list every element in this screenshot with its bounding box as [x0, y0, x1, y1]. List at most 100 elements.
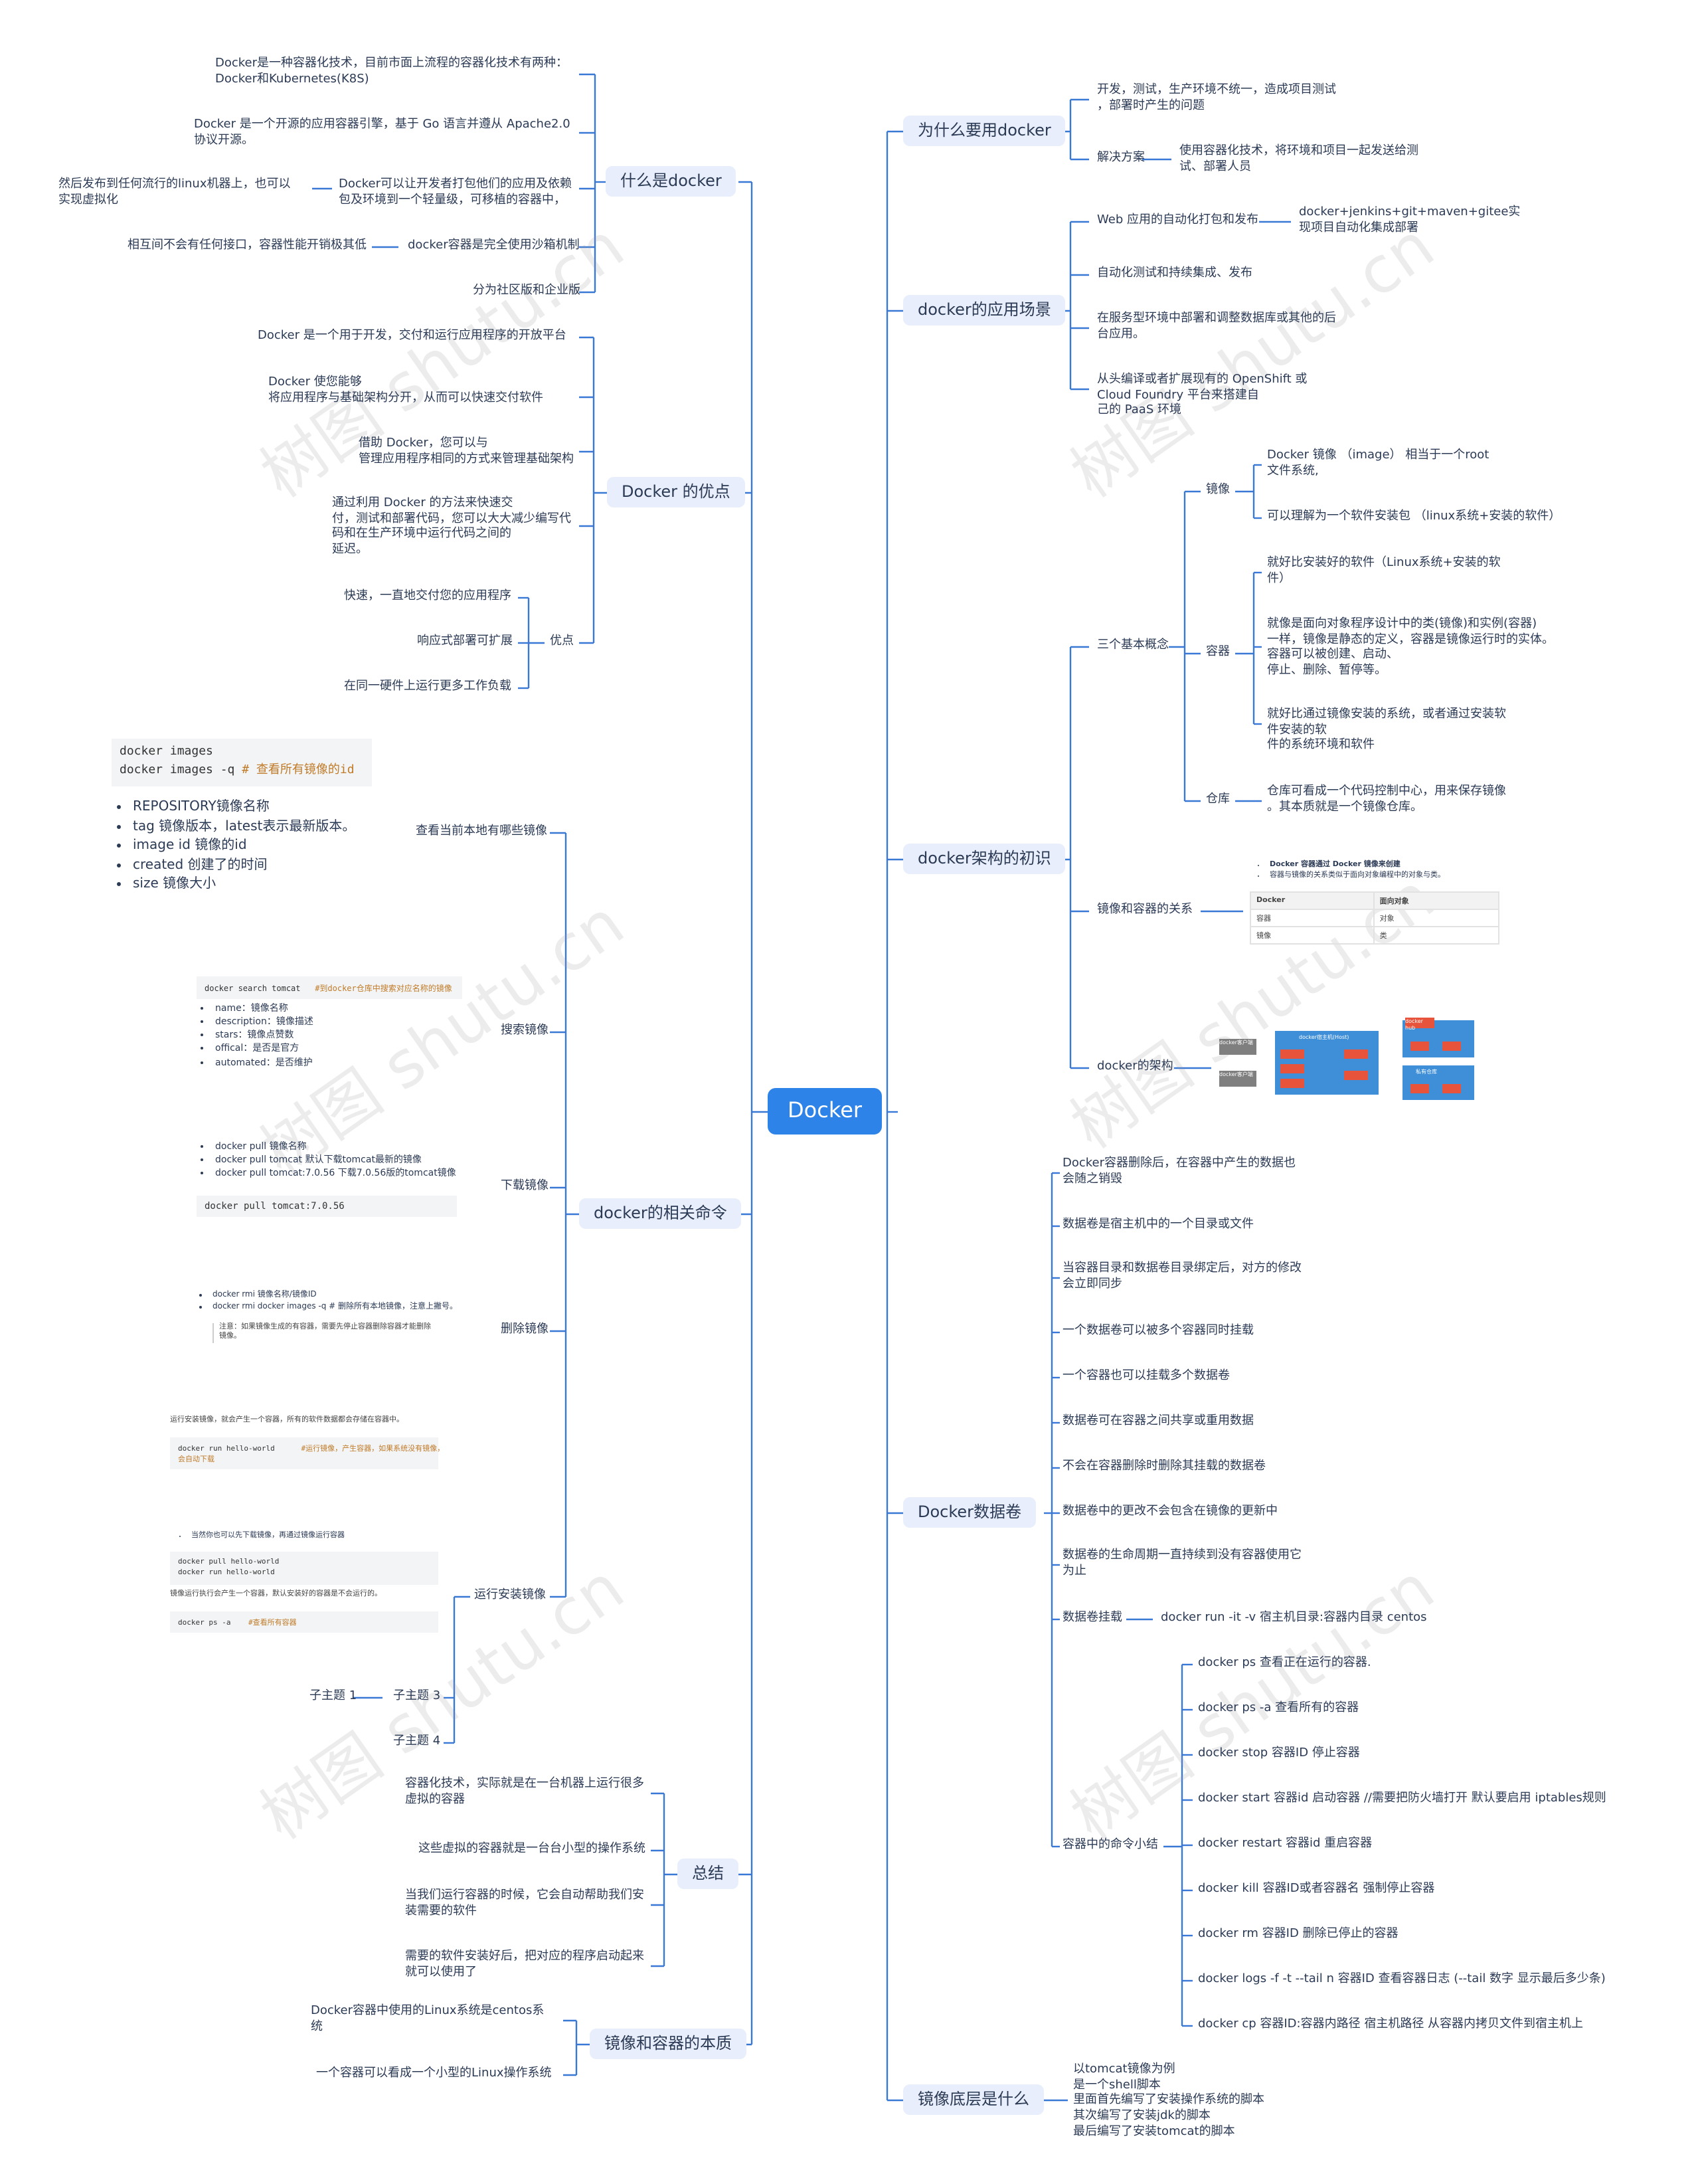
- list-item: created 创建了的时间: [133, 856, 355, 875]
- container-item-2: 就像是面向对象程序设计中的类(镜像)和实例(容器) 一样，镜像是静态的定义，容器…: [1267, 618, 1554, 680]
- container-cmd-6: docker kill 容器ID或者容器名 强制停止容器: [1198, 1882, 1434, 1898]
- advantage-item-1: Docker 是一个用于开发，交付和运行应用程序的开放平台: [258, 329, 566, 345]
- summary-item-3: 当我们运行容器的时候，它会自动帮助我们安 装需要的软件: [405, 1889, 644, 1920]
- list-item: description：镜像描述: [215, 1015, 313, 1028]
- image-layers-detail: 以tomcat镜像为例 是一个shell脚本 里面首先编写了安装操作系统的脚本 …: [1073, 2063, 1264, 2141]
- branch-commands[interactable]: docker的相关命令: [579, 1198, 742, 1229]
- pros-label: 优点: [550, 635, 574, 650]
- container-cmd-1: docker ps 查看正在运行的容器.: [1198, 1657, 1371, 1672]
- why-item-1: 开发，测试，生产环境不统一，造成项目测试 ，部署时产生的问题: [1097, 84, 1336, 115]
- volume-item-8: 数据卷中的更改不会包含在镜像的更新中: [1062, 1505, 1278, 1520]
- cmd-run-code1: docker run hello-world #运行镜像，产生容器，如果系统没有…: [170, 1437, 438, 1469]
- summary-item-1: 容器化技术，实际就是在一台机器上运行很多 虚拟的容器: [405, 1777, 644, 1809]
- container-cmd-5: docker restart 容器id 重启容器: [1198, 1837, 1372, 1853]
- volume-item-2: 数据卷是宿主机中的一个目录或文件: [1062, 1218, 1254, 1233]
- concept-image: 镜像: [1206, 484, 1230, 499]
- list-item: docker pull tomcat:7.0.56 下载7.0.56版的tomc…: [215, 1167, 456, 1180]
- volume-item-5: 一个容器也可以挂载多个数据卷: [1062, 1370, 1230, 1385]
- table-header: 面向对象: [1374, 892, 1499, 909]
- cmd-pull-list: docker pull 镜像名称 docker pull tomcat 默认下载…: [197, 1140, 456, 1180]
- image-container-relation: 镜像和容器的关系: [1097, 903, 1193, 919]
- image-item-2: 可以理解为一个软件安装包 （linux系统+安装的软件）: [1267, 510, 1561, 525]
- cmd-remove-list: docker rmi 镜像名称/镜像ID docker rmi docker i…: [194, 1290, 458, 1313]
- what-is-item-4: docker容器是完全使用沙箱机制: [408, 239, 580, 254]
- list-item: tag 镜像版本，latest表示最新版本。: [133, 818, 355, 837]
- branch-summary[interactable]: 总结: [677, 1859, 738, 1889]
- scenario-item-1: 自动化测试和持续集成、发布: [1097, 267, 1252, 282]
- subtopic-3: 子主题 3: [393, 1690, 440, 1705]
- cmd-run-line1: 运行安装镜像，就会产生一个容器，所有的软件数据都会存储在容器中。: [170, 1416, 404, 1426]
- branch-image-layers[interactable]: 镜像底层是什么: [903, 2084, 1044, 2115]
- why-item-2: 解决方案: [1097, 151, 1145, 167]
- concept-repo: 仓库: [1206, 793, 1230, 808]
- diagram-client: docker客户端: [1219, 1039, 1256, 1055]
- list-item: docker pull tomcat 默认下载tomcat最新的镜像: [215, 1153, 456, 1166]
- diagram-hub: docker hub: [1402, 1020, 1474, 1057]
- cmd-remove-label: 删除镜像: [501, 1323, 549, 1338]
- table-header: Docker: [1250, 892, 1374, 909]
- what-is-sub-a: 然后发布到任何流行的linux机器上，也可以 实现虚拟化: [58, 178, 291, 209]
- list-item: size 镜像大小: [133, 875, 355, 895]
- pros-item-1: 快速，一直地交付您的应用程序: [344, 590, 511, 605]
- concept-container: 容器: [1206, 646, 1230, 661]
- why-item-2-detail: 使用容器化技术，将环境和项目一起发送给测 试、部署人员: [1179, 145, 1418, 176]
- summary-item-4: 需要的软件安装好后，把对应的程序启动起来 就可以使用了: [405, 1950, 644, 1981]
- branch-scenarios[interactable]: docker的应用场景: [903, 295, 1066, 325]
- subtopic-1: 子主题 1: [309, 1690, 357, 1705]
- cmd-pull-label: 下载镜像: [501, 1180, 549, 1195]
- relation-list: Docker 容器通过 Docker 镜像来创建 容器与镜像的关系类似于面向对象…: [1251, 861, 1445, 882]
- image-item-1: Docker 镜像 （image） 相当于一个root 文件系统,: [1267, 449, 1489, 480]
- cmd-run-label: 运行安装镜像: [474, 1589, 546, 1604]
- what-is-item-1: Docker是一种容器化技术，目前市面上流程的容器化技术有两种： Docker和…: [215, 57, 568, 88]
- cmd-search-list: name：镜像名称 description：镜像描述 stars：镜像点赞数 o…: [197, 1002, 313, 1069]
- essence-item-1: Docker容器中使用的Linux系统是centos系 统: [311, 2005, 544, 2036]
- volume-item-3: 当容器目录和数据卷目录绑定后，对方的修改 会立即同步: [1062, 1262, 1302, 1293]
- list-item: stars：镜像点赞数: [215, 1029, 313, 1042]
- volume-item-7: 不会在容器删除时删除其挂载的数据卷: [1062, 1460, 1266, 1475]
- pros-item-3: 在同一硬件上运行更多工作负载: [344, 680, 511, 695]
- branch-advantages[interactable]: Docker 的优点: [607, 477, 745, 507]
- list-item: REPOSITORY镜像名称: [133, 798, 355, 818]
- list-item: name：镜像名称: [215, 1002, 313, 1015]
- advantage-item-3: 借助 Docker，您可以与 管理应用程序相同的方式来管理基础架构: [359, 437, 574, 468]
- pros-item-2: 响应式部署可扩展: [417, 635, 513, 650]
- cmd-search-code: docker search tomcat #到docker仓库中搜索对应名称的镜…: [197, 976, 462, 999]
- container-item-1: 就好比安装好的软件（Linux系统+安装的软 件）: [1267, 557, 1501, 588]
- diagram-private-registry: 私有仓库: [1402, 1065, 1474, 1100]
- volume-item-6: 数据卷可在容器之间共享或重用数据: [1062, 1415, 1254, 1430]
- what-is-item-5: 分为社区版和企业版: [473, 284, 580, 300]
- what-is-item-2: Docker 是一个开源的应用容器引擎，基于 Go 语言并遵从 Apache2.…: [194, 118, 570, 149]
- cmd-remove-note: 注意：如果镜像生成的有容器，需要先停止容器删除容器才能删除 镜像。: [212, 1323, 431, 1343]
- list-item: offical：是否是官方: [215, 1042, 313, 1055]
- list-item: docker rmi 镜像名称/镜像ID: [212, 1290, 458, 1301]
- root-node[interactable]: Docker: [768, 1088, 882, 1135]
- architecture-diagram: docker客户端 docker客户端 docker宿主机(Host) dock…: [1217, 1020, 1477, 1103]
- diagram-host: docker宿主机(Host): [1275, 1031, 1379, 1095]
- cmd-search-label: 搜索镜像: [501, 1024, 549, 1040]
- subtopic-4: 子主题 4: [393, 1735, 440, 1750]
- container-cmd-9: docker cp 容器ID:容器内路径 宿主机路径 从容器内拷贝文件到宿主机上: [1198, 2018, 1583, 2033]
- volume-item-9: 数据卷的生命周期一直持续到没有容器使用它 为止: [1062, 1549, 1302, 1580]
- three-concepts: 三个基本概念: [1097, 639, 1169, 654]
- volume-mount: 数据卷挂载: [1062, 1611, 1122, 1627]
- container-commands-label: 容器中的命令小结: [1062, 1839, 1158, 1854]
- table-row: 镜像类: [1250, 927, 1499, 944]
- cmd-run-line2: 镜像运行执行会产生一个容器，默认安装好的容器是不会运行的。: [170, 1590, 382, 1600]
- branch-what-is-docker[interactable]: 什么是docker: [606, 166, 736, 197]
- container-cmd-7: docker rm 容器ID 删除已停止的容器: [1198, 1928, 1399, 1943]
- list-item: automated：是否维护: [215, 1055, 313, 1069]
- cmd-run-list: 当然你也可以先下载镜像，再通过镜像运行容器: [173, 1532, 345, 1542]
- cmd-pull-code: docker pull tomcat:7.0.56: [197, 1196, 457, 1217]
- branch-data-volume[interactable]: Docker数据卷: [903, 1497, 1036, 1528]
- container-cmd-4: docker start 容器id 启动容器 //需要把防火墙打开 默认要启用 …: [1198, 1792, 1606, 1807]
- volume-item-1: Docker容器删除后，在容器中产生的数据也 会随之销毁: [1062, 1157, 1296, 1188]
- branch-architecture[interactable]: docker架构的初识: [903, 844, 1066, 874]
- container-item-3: 就好比通过镜像安装的系统，或者通过安装软 件安装的软 件的系统环境和软件: [1267, 708, 1506, 755]
- container-cmd-3: docker stop 容器ID 停止容器: [1198, 1747, 1360, 1762]
- branch-why-docker[interactable]: 为什么要用docker: [903, 116, 1066, 146]
- branch-essence[interactable]: 镜像和容器的本质: [590, 2029, 746, 2059]
- table-row: 容器对象: [1250, 909, 1499, 927]
- cmd-view-local-list: REPOSITORY镜像名称 tag 镜像版本，latest表示最新版本。 im…: [114, 798, 355, 895]
